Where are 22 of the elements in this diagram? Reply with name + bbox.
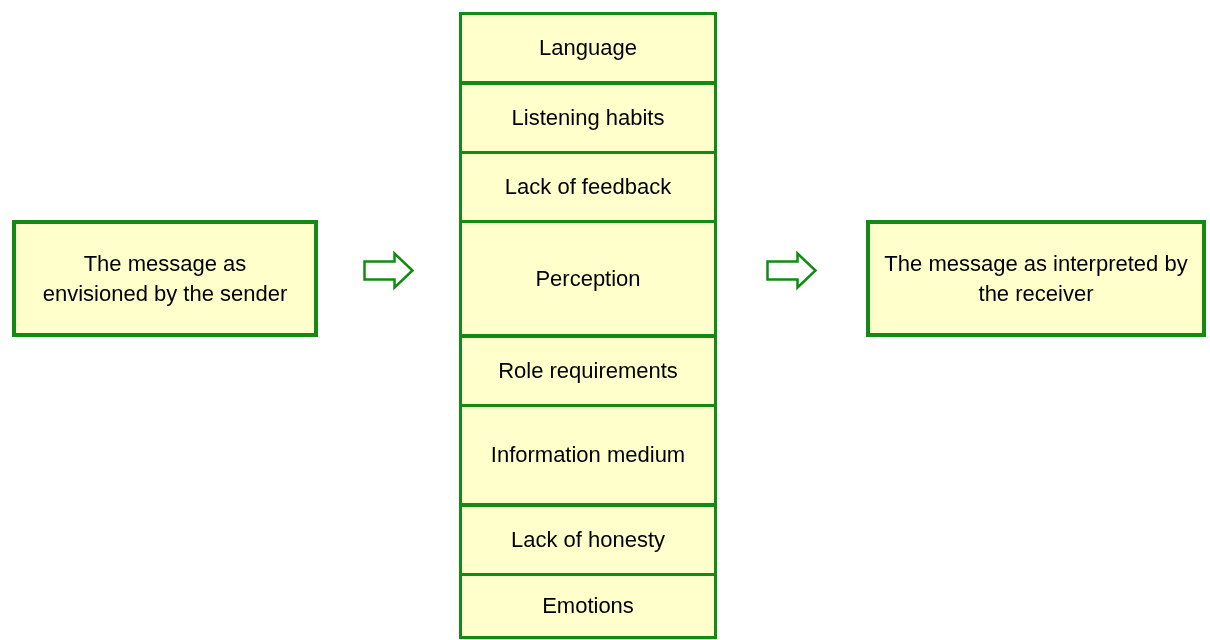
box-label: Emotions — [542, 592, 634, 620]
text-box — [459, 151, 717, 223]
box-label: The message as interpreted by the receiver — [884, 249, 1188, 308]
box-label: Listening habits — [511, 104, 665, 132]
box-label: Language — [539, 34, 637, 62]
text-box — [459, 573, 717, 639]
box-label: Role requirements — [498, 357, 678, 385]
text-box — [459, 504, 717, 576]
block-arrow — [766, 250, 818, 291]
box-label: Lack of feedback — [504, 173, 672, 201]
text-box — [459, 82, 717, 154]
text-box — [459, 335, 717, 407]
box-label: Perception — [535, 264, 641, 293]
box-label: Information medium — [490, 441, 686, 469]
block-arrow — [363, 250, 415, 291]
box-label: The message as envisioned by the sender — [41, 249, 289, 308]
text-box — [459, 404, 717, 506]
text-box — [459, 12, 717, 84]
text-box — [12, 220, 318, 337]
text-box — [459, 220, 717, 337]
box-label: Lack of honesty — [510, 526, 666, 554]
text-box — [866, 220, 1206, 337]
